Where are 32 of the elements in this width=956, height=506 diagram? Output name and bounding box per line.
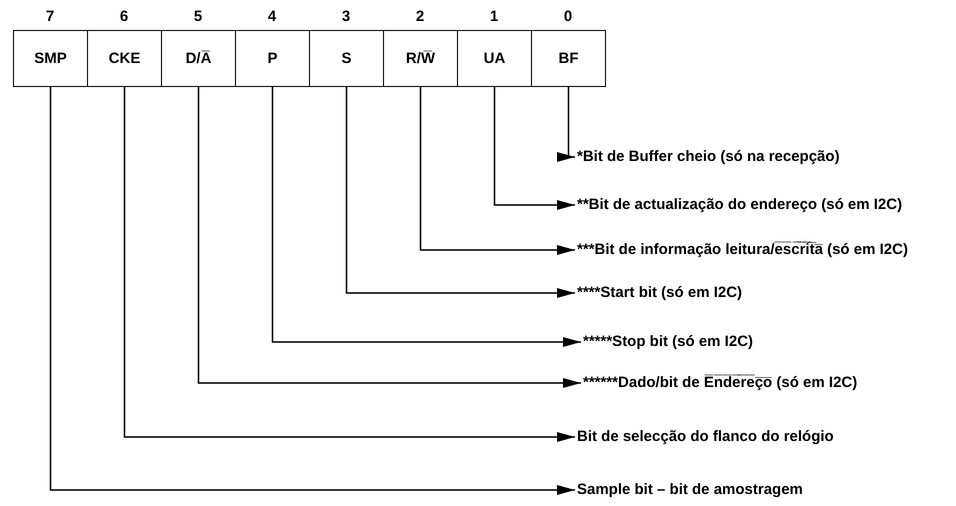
bit-number: 6 (118, 8, 130, 25)
bit-number: 0 (562, 8, 574, 25)
bit-number: 7 (44, 8, 56, 25)
arrow (198, 87, 581, 388)
bit-number: 1 (488, 8, 500, 25)
arrow (420, 87, 575, 255)
register-bit-cell: CKE (87, 30, 162, 87)
arrow (124, 87, 575, 442)
arrow (557, 87, 575, 162)
bit-description: ****Start bit (só em I2C) (577, 282, 742, 304)
register-bit-cell: P (235, 30, 310, 87)
register-bit-cell: S (309, 30, 384, 87)
register-bit-cell: UA (457, 30, 532, 87)
arrow (346, 87, 575, 298)
bit-description: *****Stop bit (só em I2C) (583, 331, 754, 353)
arrow (272, 87, 581, 347)
register-bit-cell: SMP (13, 30, 88, 87)
bit-description: Sample bit – bit de amostragem (577, 479, 803, 501)
bit-number: 5 (192, 8, 204, 25)
bit-description: **Bit de actualização do endereço (só em I2C) (577, 194, 902, 216)
bit-description: *Bit de Buffer cheio (só na recepção) (577, 146, 840, 168)
bit-number: 4 (266, 8, 278, 25)
arrow (50, 87, 575, 495)
bit-number: 2 (414, 8, 426, 25)
bit-description: ***Bit de informação leitura/e̅s̅c̅r̅i̅t̅a̅ (só em I2C) (577, 239, 908, 261)
register-bit-cell: BF (531, 30, 606, 87)
register-bit-cell: D/A̅ (161, 30, 236, 87)
register-bit-cell: R/W̅ (383, 30, 458, 87)
bit-number: 3 (340, 8, 352, 25)
bit-description: Bit de selecção do flanco do relógio (577, 426, 834, 448)
arrow (494, 87, 575, 210)
bit-description: ******Dado/bit de E̅n̅d̅e̅r̅e̅ç̅o̅ (só em I2C) (583, 372, 858, 394)
